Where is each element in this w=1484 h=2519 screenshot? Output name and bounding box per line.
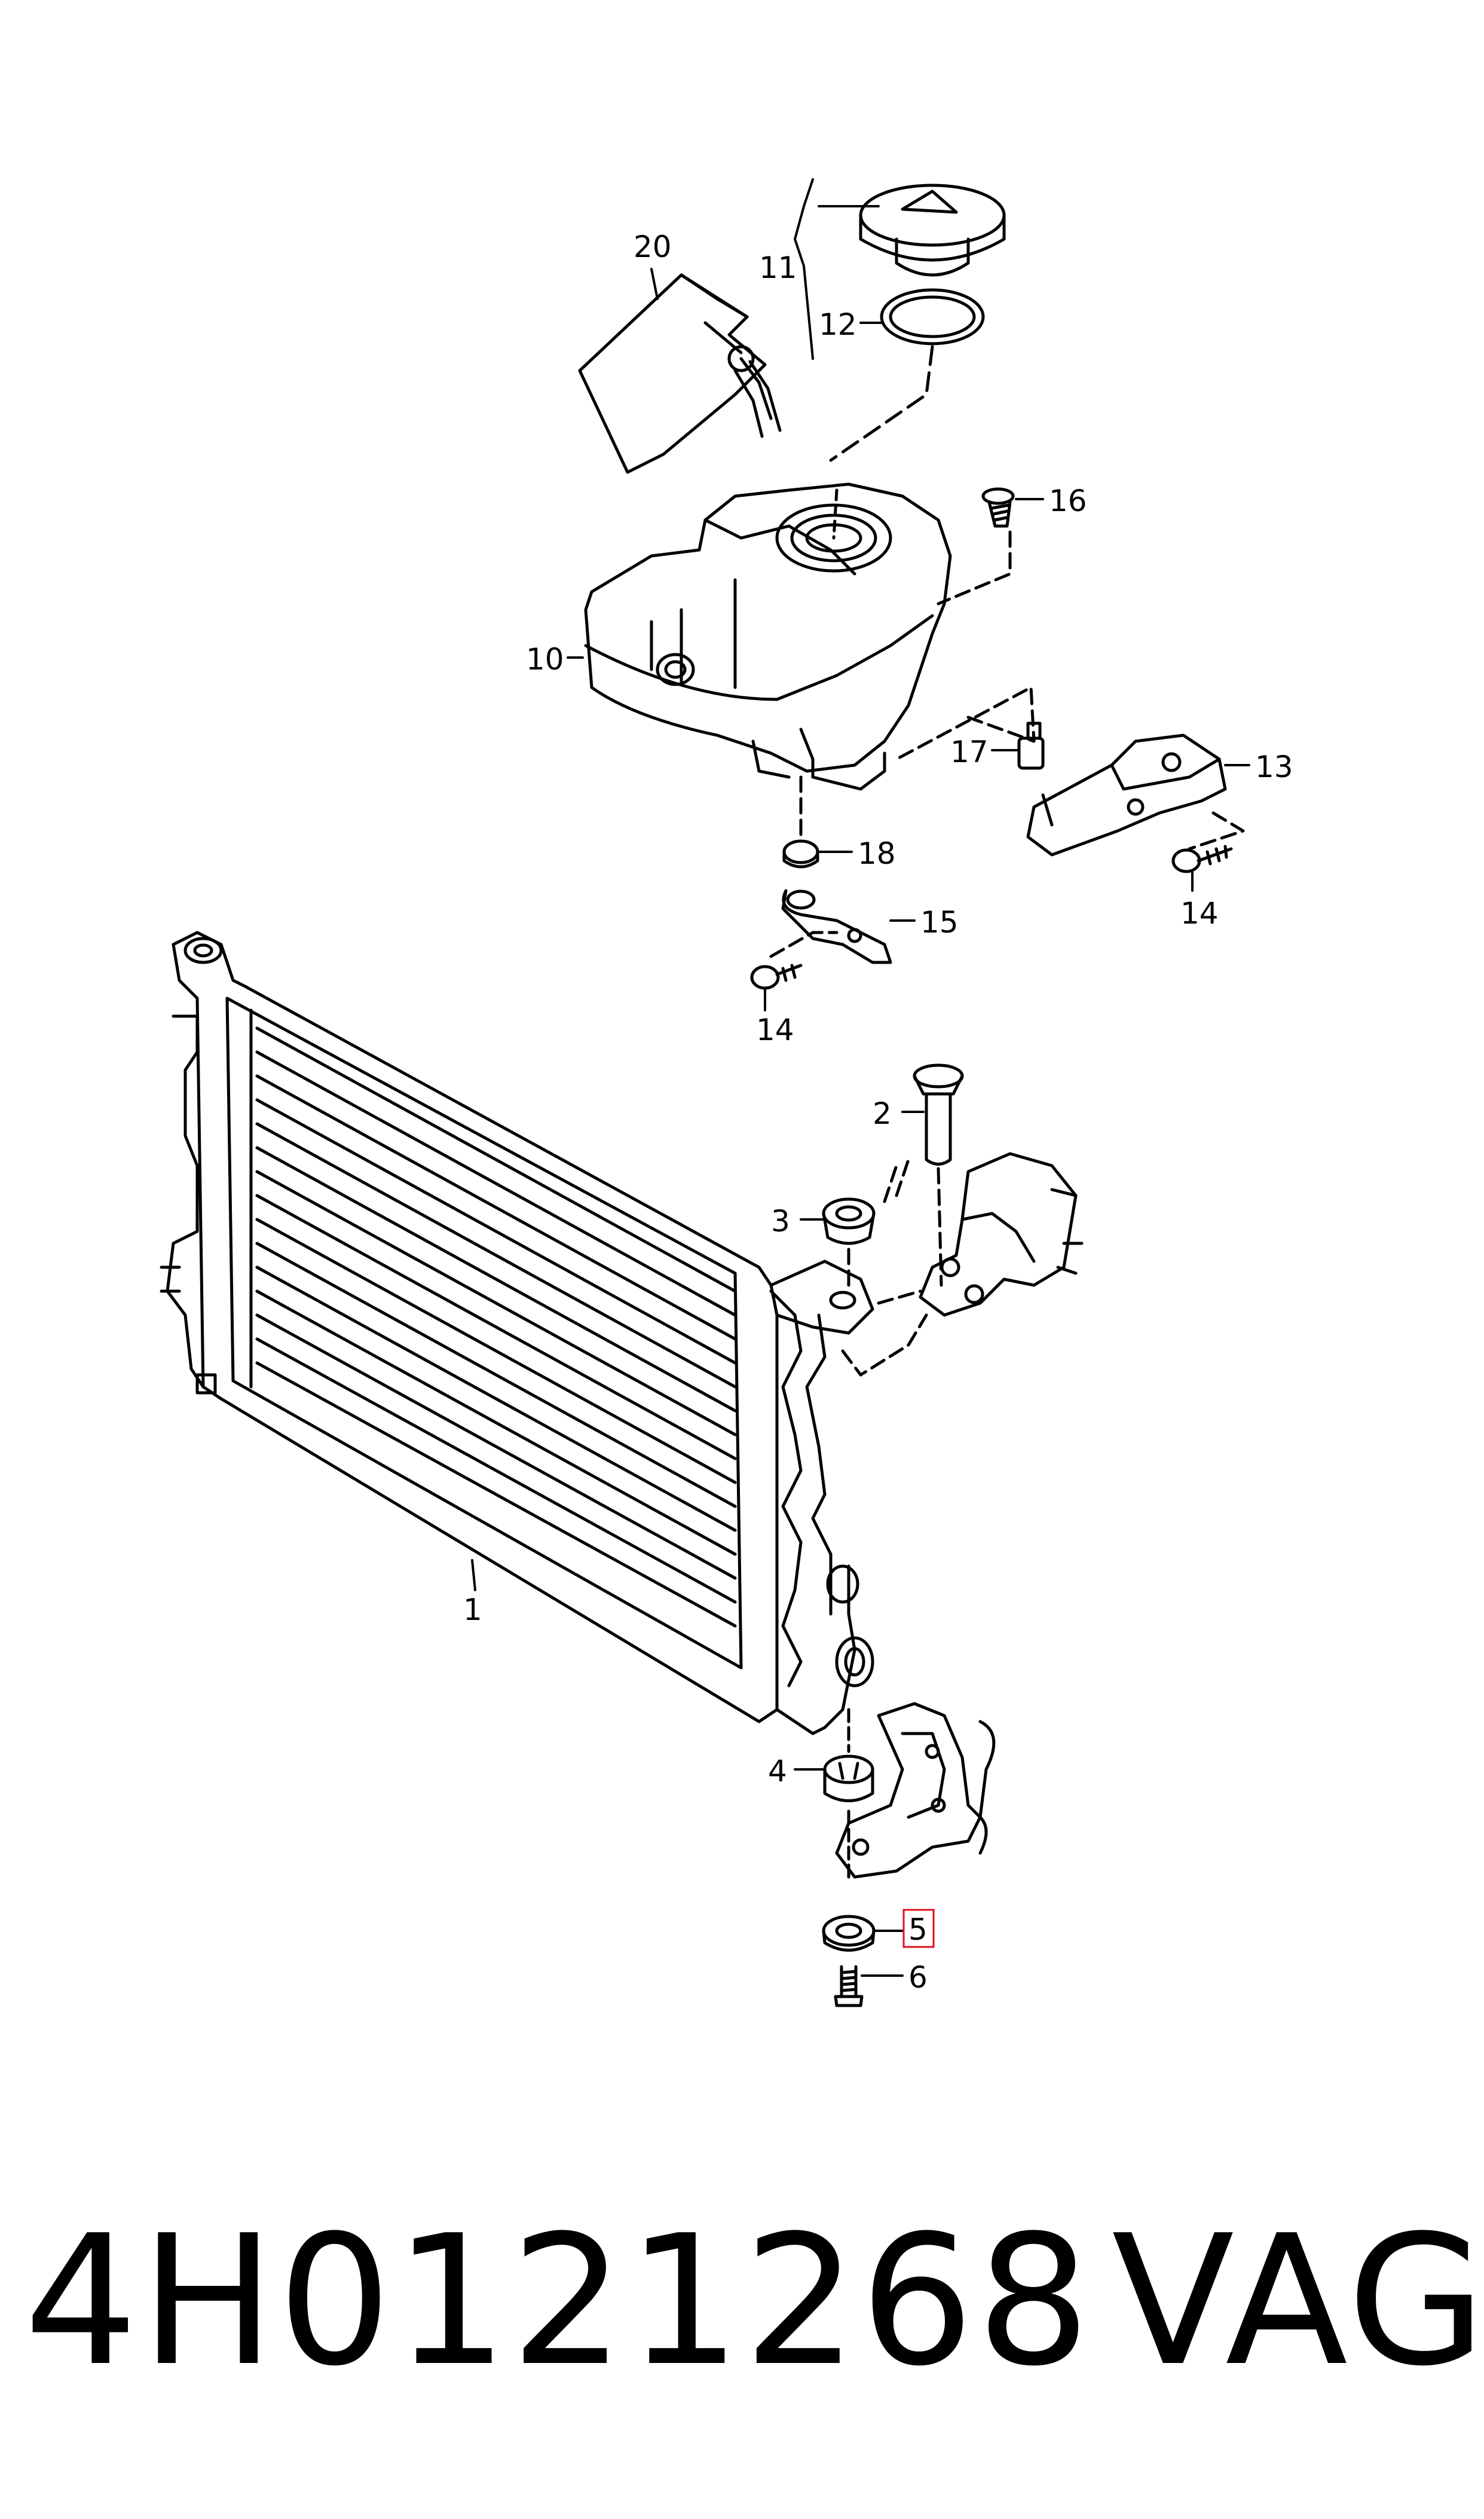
screw-part [937, 487, 1015, 606]
callout-labels: 20 11 12 16 10 17 13 18 14 15 14 2 3 1 4… [463, 230, 1293, 1995]
exploded-parts-diagram: 20 11 12 16 10 17 13 18 14 15 14 2 3 1 4… [160, 178, 1293, 2007]
callout-11: 11 [759, 250, 797, 285]
callout-16: 16 [1049, 484, 1087, 518]
seal-ring-part [880, 288, 985, 346]
clip-part [1017, 722, 1045, 770]
callout-12: 12 [819, 307, 857, 342]
callout-20: 20 [634, 230, 672, 264]
radiator-part [160, 931, 874, 1735]
filler-cap-part [859, 184, 1006, 277]
callout-18: 18 [858, 836, 896, 871]
callout-5: 5 [908, 1912, 928, 1947]
part-number: 4H0121268 [24, 2197, 1093, 2405]
tank-bracket-part [895, 686, 1245, 857]
screw-part [1171, 845, 1233, 873]
lower-mount-bracket [835, 1702, 996, 1879]
callout-1: 1 [463, 1592, 482, 1627]
washer-part [822, 1915, 876, 1952]
mounting-pin-part [913, 1063, 964, 1287]
callout-14-right: 14 [1180, 896, 1219, 931]
callout-6: 6 [908, 1960, 928, 1995]
callout-17: 17 [950, 735, 989, 769]
upper-mount-bracket [841, 1152, 1084, 1377]
callout-14-left: 14 [756, 1013, 794, 1047]
expansion-tank-part [584, 482, 952, 791]
brand-label: VAG [1112, 2197, 1484, 2405]
callout-2: 2 [873, 1096, 892, 1131]
coolant-bottle-part [578, 273, 782, 474]
lower-bracket-part [769, 889, 892, 964]
callout-13: 13 [1255, 750, 1293, 784]
callout-3: 3 [771, 1204, 790, 1239]
leader-lines [471, 178, 1250, 1977]
rubber-bush-part [822, 1158, 910, 1287]
grommet-part [782, 775, 819, 869]
callout-15: 15 [920, 905, 959, 940]
screw-part [750, 964, 803, 990]
bolt-part [834, 1965, 864, 2007]
callout-10: 10 [526, 642, 564, 677]
callout-4: 4 [768, 1754, 787, 1789]
highlight-box [902, 1909, 935, 1948]
